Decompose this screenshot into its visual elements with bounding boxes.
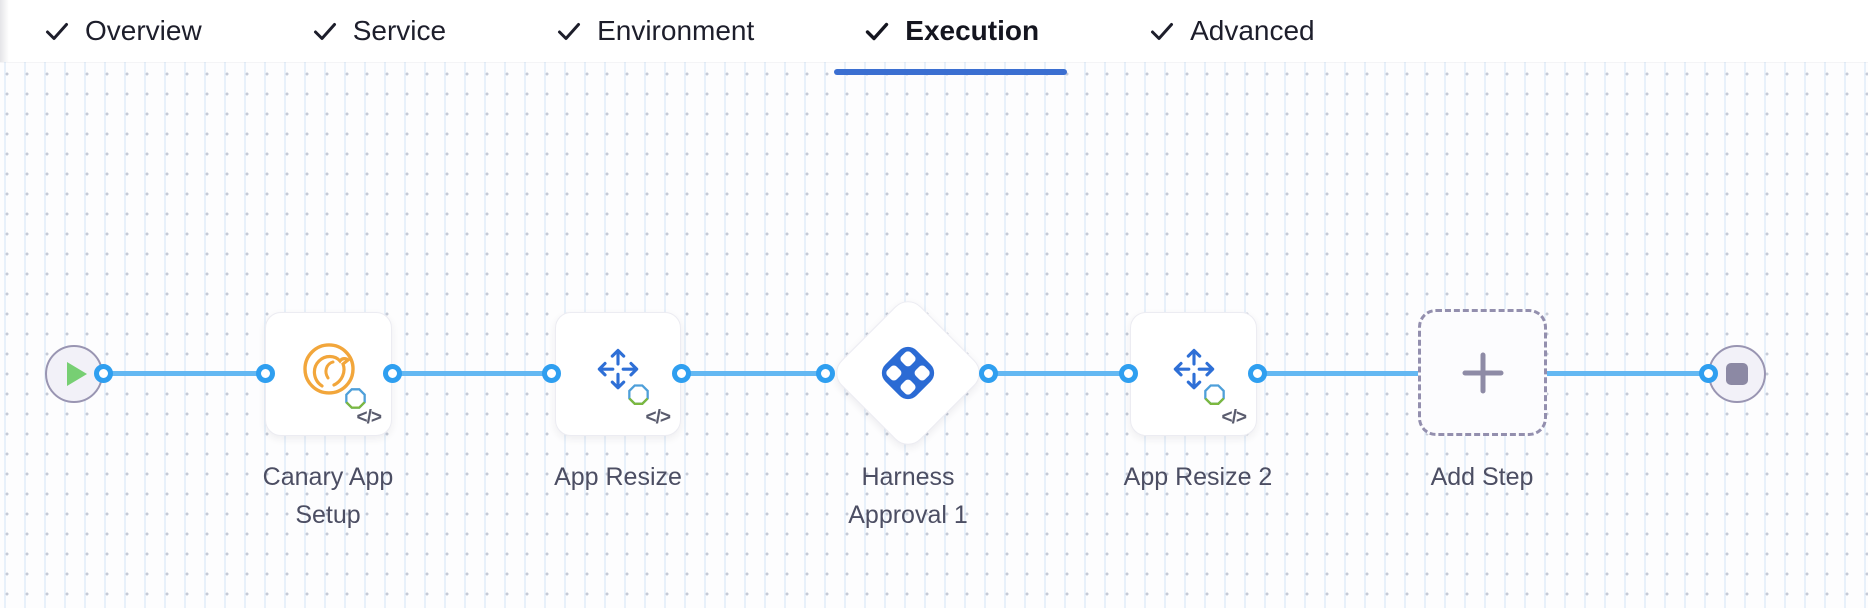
- tab-environment[interactable]: Environment: [526, 0, 782, 62]
- plus-icon: [1462, 352, 1503, 393]
- code-toggle-icon[interactable]: </>: [645, 407, 672, 428]
- tab-label: Execution: [905, 15, 1040, 46]
- check-icon: [46, 23, 68, 40]
- connector-point[interactable]: [1247, 364, 1267, 383]
- connector-line: [988, 371, 1128, 376]
- connector-point[interactable]: [1118, 364, 1138, 383]
- connector-point[interactable]: [541, 364, 561, 383]
- connector-point[interactable]: [256, 364, 275, 383]
- connector-line: [103, 371, 266, 376]
- step-label: Harness Approval 1: [848, 463, 968, 529]
- connector-line: [681, 371, 825, 376]
- connector-point[interactable]: [94, 364, 113, 383]
- tanzu-ring-icon: [344, 388, 366, 409]
- code-toggle-icon[interactable]: </>: [1221, 407, 1248, 428]
- check-icon: [1151, 23, 1174, 40]
- pipeline-canvas[interactable]: </> </>: [0, 62, 1868, 608]
- connector-point[interactable]: [1698, 364, 1718, 383]
- harness-logo-icon: [881, 346, 935, 400]
- step-card-canary-app-setup[interactable]: </>: [265, 312, 392, 436]
- tanzu-ring-icon: [628, 384, 649, 405]
- pipeline-end-node: [1708, 345, 1766, 403]
- step-card-app-resize[interactable]: </>: [555, 312, 681, 436]
- tab-execution[interactable]: Execution: [834, 0, 1068, 75]
- add-step-button[interactable]: [1418, 309, 1547, 436]
- code-toggle-icon[interactable]: </>: [356, 407, 383, 428]
- tanzu-ring-icon: [1203, 384, 1225, 405]
- check-icon: [866, 22, 889, 41]
- step-label: Add Step: [1430, 463, 1534, 491]
- stop-icon: [1726, 363, 1748, 385]
- tab-advanced[interactable]: Advanced: [1119, 0, 1343, 62]
- step-label: Canary App Setup: [262, 463, 394, 529]
- check-icon: [313, 23, 336, 40]
- connector-line: [392, 371, 551, 376]
- tab-label: Service: [352, 15, 447, 46]
- active-tab-underline: [834, 69, 1068, 75]
- connector-point[interactable]: [382, 364, 402, 383]
- tab-label: Overview: [85, 15, 202, 46]
- step-diamond-harness-approval[interactable]: [828, 293, 988, 453]
- connector-point[interactable]: [815, 364, 835, 383]
- step-card-app-resize-2[interactable]: </>: [1130, 312, 1257, 436]
- step-label: App Resize: [554, 463, 682, 491]
- canary-bird-icon: [302, 343, 355, 395]
- step-label: App Resize 2: [1123, 463, 1273, 491]
- connector-point[interactable]: [978, 364, 998, 383]
- tab-service[interactable]: Service: [282, 0, 474, 62]
- resize-arrows-icon: [597, 348, 639, 390]
- tab-label: Environment: [597, 15, 755, 46]
- check-icon: [558, 23, 581, 40]
- play-icon: [67, 362, 87, 386]
- connector-point[interactable]: [671, 364, 691, 383]
- pipeline-start-node: [45, 345, 103, 403]
- tab-label: Advanced: [1190, 15, 1315, 46]
- stage-config-tab-bar: Overview Service Environment Execution A…: [0, 0, 1868, 75]
- tab-overview[interactable]: Overview: [14, 0, 230, 62]
- resize-arrows-icon: [1173, 348, 1214, 390]
